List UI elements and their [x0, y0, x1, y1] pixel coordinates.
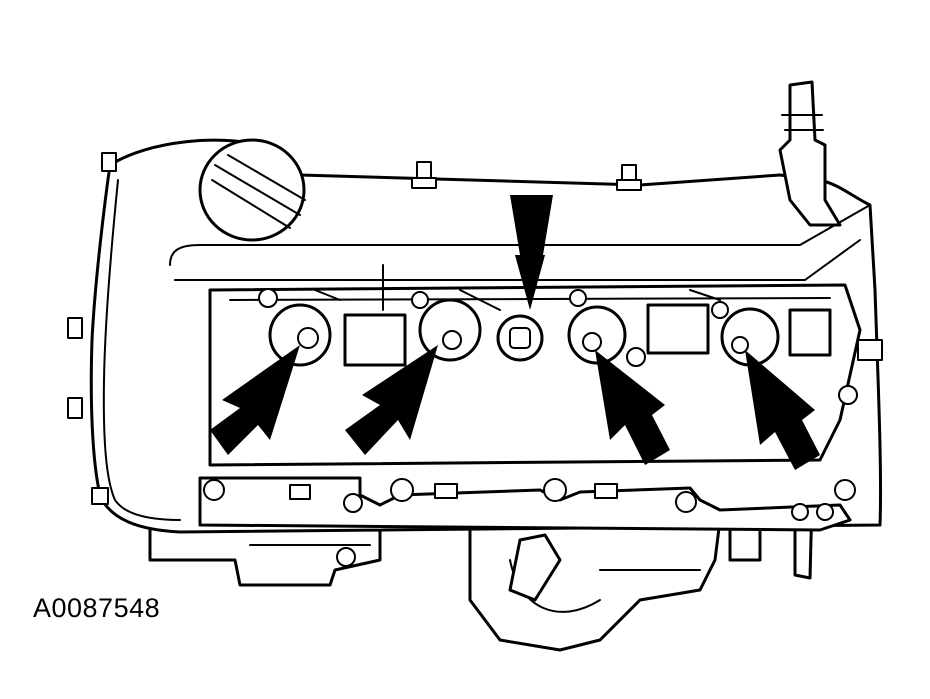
- arrow-cyl2: [345, 345, 438, 455]
- cover-studs-top: [101, 152, 642, 191]
- cover-studs-left: [67, 317, 883, 505]
- arrow-cyl3: [595, 350, 670, 465]
- arrow-cyl1: [210, 345, 300, 455]
- callout-arrows: [210, 195, 820, 470]
- plug-wells: [258, 264, 858, 405]
- arrow-top: [510, 195, 553, 310]
- lower-block: [148, 498, 814, 652]
- figure-id-label: A0087548: [33, 593, 161, 623]
- oil-filler-cap: [198, 138, 306, 242]
- head-flange: [198, 476, 856, 532]
- breather-tube: [778, 80, 842, 227]
- arrow-cyl4: [745, 350, 820, 470]
